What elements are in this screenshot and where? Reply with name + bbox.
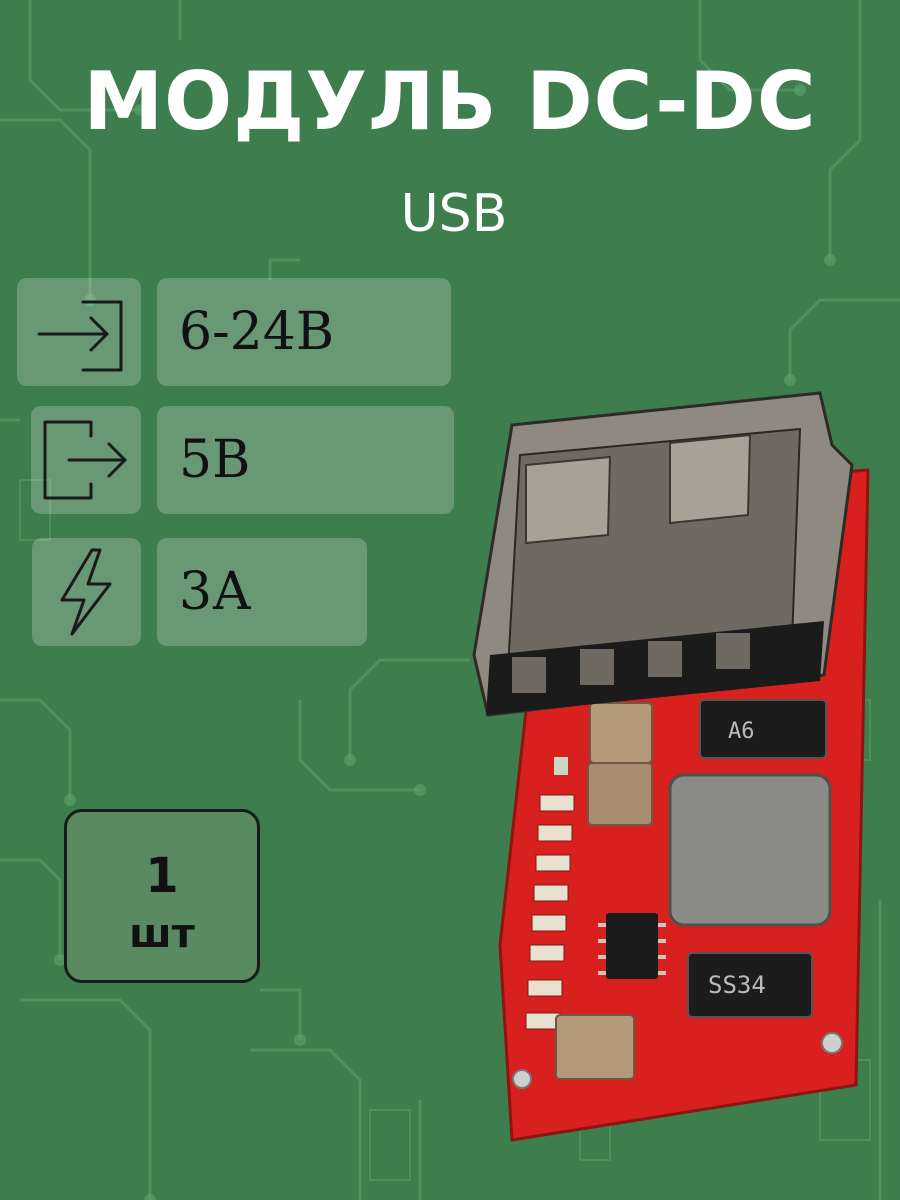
pcb-pads (525, 794, 575, 1030)
product-image: A6 SS34 (460, 385, 880, 1149)
inductor (668, 773, 832, 927)
mount-hole (821, 1032, 843, 1054)
page-title: МОДУЛЬ DC-DC (83, 55, 817, 148)
usb-module-illustration: A6 SS34 (472, 391, 870, 1142)
diode-top: A6 (699, 699, 827, 759)
current-value: 3А (179, 562, 252, 622)
input-arrow-icon (37, 300, 123, 372)
capacitors (555, 702, 653, 1080)
lightning-icon (60, 548, 112, 636)
output-voltage-panel: 5В (157, 406, 454, 514)
led (554, 757, 568, 775)
input-voltage-icon-panel (17, 278, 141, 386)
usb-connector (472, 391, 854, 717)
input-voltage-panel: 6-24В (157, 278, 451, 386)
quantity-unit: шт (129, 911, 195, 957)
mount-hole (512, 1069, 532, 1089)
page-subtitle: USB (400, 184, 508, 244)
current-icon-panel (32, 538, 141, 646)
quantity-number: 1 (145, 848, 179, 904)
quantity-badge: 1 шт (64, 809, 260, 983)
output-voltage-icon-panel (31, 406, 141, 514)
output-arrow-icon (43, 420, 127, 500)
diode-top-label: A6 (728, 719, 755, 744)
current-panel: 3А (157, 538, 367, 646)
diode-bottom: SS34 (687, 952, 813, 1018)
output-voltage-value: 5В (179, 430, 251, 490)
input-voltage-value: 6-24В (179, 302, 335, 362)
ic-chip (598, 913, 666, 979)
diode-bottom-label: SS34 (708, 971, 766, 999)
